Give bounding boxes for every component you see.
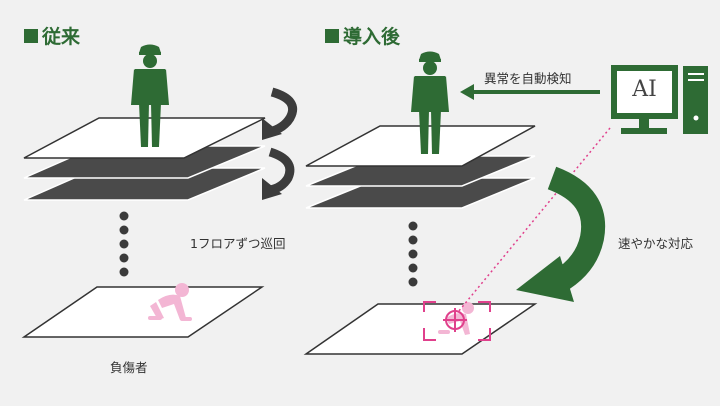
ai-label: AI	[632, 77, 657, 102]
patrol-label: 1フロアずつ巡回	[190, 236, 286, 251]
right-title: 導入後	[325, 22, 400, 49]
ai-computer-icon	[611, 65, 708, 134]
left-injured-person-icon	[148, 283, 192, 321]
left-title: 従来	[24, 22, 80, 49]
target-frame	[423, 301, 491, 341]
right-title-text: 導入後	[343, 26, 401, 48]
detect-label: 異常を自動検知	[484, 71, 572, 86]
right-floor-bottom	[303, 303, 538, 355]
response-label: 速やかな対応	[618, 236, 694, 251]
left-rotate-arrow-icon-1	[262, 87, 298, 140]
response-arrow-icon	[516, 166, 606, 302]
left-title-square-icon	[24, 28, 38, 43]
right-title-square-icon	[325, 28, 339, 43]
right-floor-top	[305, 125, 536, 167]
left-floor-bottom	[21, 286, 265, 338]
detect-arrow-icon	[460, 84, 600, 100]
crosshair-icon	[443, 308, 467, 332]
injured-label: 負傷者	[110, 360, 148, 375]
left-rotate-arrow-icon-2	[262, 147, 295, 200]
left-ellipsis-dots	[119, 211, 129, 277]
left-title-text: 従来	[42, 26, 81, 48]
right-ellipsis-dots	[408, 221, 418, 287]
